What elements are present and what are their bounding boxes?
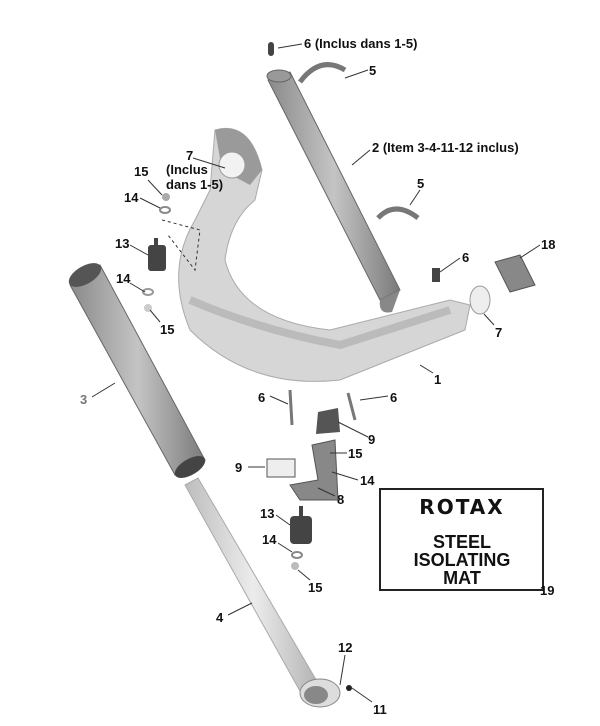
- mat-line3: MAT: [443, 568, 481, 588]
- callout-7-top: 7: [186, 148, 193, 163]
- nut-15-top: [162, 193, 170, 201]
- springs-6-lower: [288, 389, 357, 426]
- callout-5-mid: 5: [417, 176, 424, 191]
- callout-7-note-2: dans 1-5): [166, 177, 223, 192]
- seal-ring-part-7: [469, 285, 491, 315]
- callout-labels: 6 (Inclus dans 1-5) 5 2 (Item 3-4-11-12 …: [80, 36, 555, 717]
- callout-8: 8: [337, 492, 344, 507]
- isolating-mat-part-19: ROTAX STEEL ISOLATING MAT: [379, 488, 544, 591]
- tail-pipe-part-4: [184, 477, 352, 708]
- callout-13-a: 13: [115, 236, 129, 251]
- callout-6-top: 6 (Inclus dans 1-5): [304, 36, 417, 51]
- callout-11: 11: [373, 702, 387, 717]
- callout-7-right: 7: [495, 325, 502, 340]
- bracket-8: [289, 439, 339, 501]
- nut-15-bottom: [291, 562, 299, 570]
- mat-line1: STEEL: [433, 532, 491, 552]
- callout-9-a: 9: [368, 432, 375, 447]
- callout-18: 18: [541, 237, 555, 252]
- callout-7-note-1: (Inclus: [166, 162, 208, 177]
- muffler-part-2: [266, 69, 401, 313]
- callout-15-c: 15: [348, 446, 362, 461]
- spring-6-right: [432, 268, 440, 282]
- heat-shield-part-3: [68, 263, 206, 478]
- callout-2: 2 (Item 3-4-11-12 inclus): [372, 140, 519, 155]
- pad-9-a: [316, 408, 340, 434]
- callout-14-d: 14: [262, 532, 277, 547]
- expansion-chamber-part-1: [178, 128, 471, 382]
- spring-hook-5-mid: [376, 206, 420, 221]
- spring-hook-5-top: [297, 62, 347, 84]
- callout-15-d: 15: [308, 580, 322, 595]
- rubber-mount-13-top: [148, 238, 166, 271]
- callout-4: 4: [216, 610, 224, 625]
- spring-6-top: [268, 42, 274, 56]
- callout-9-b: 9: [235, 460, 242, 475]
- pad-9-b: [266, 458, 296, 478]
- callout-6-left: 6: [258, 390, 265, 405]
- callout-13-b: 13: [260, 506, 274, 521]
- callout-5-top: 5: [369, 63, 376, 78]
- callout-14-b: 14: [116, 271, 131, 286]
- callout-14-c: 14: [360, 473, 375, 488]
- callout-6-mid: 6: [390, 390, 397, 405]
- callout-15-b: 15: [160, 322, 174, 337]
- washer-14-b: [142, 288, 154, 296]
- callout-3: 3: [80, 392, 87, 407]
- callout-6-right: 6: [462, 250, 469, 265]
- callout-19: 19: [540, 583, 554, 598]
- callout-1: 1: [434, 372, 441, 387]
- rubber-mount-13-bottom: [290, 506, 312, 544]
- cover-part-18: [494, 254, 536, 293]
- washer-14-bottom: [291, 551, 303, 559]
- callout-15-a: 15: [134, 164, 148, 179]
- washer-14-top: [159, 206, 171, 214]
- callout-14-a: 14: [124, 190, 139, 205]
- mat-line2: ISOLATING: [414, 550, 511, 570]
- mat-brand: ROTAX: [419, 495, 504, 519]
- leader-lines: [91, 43, 541, 703]
- callout-12: 12: [338, 640, 352, 655]
